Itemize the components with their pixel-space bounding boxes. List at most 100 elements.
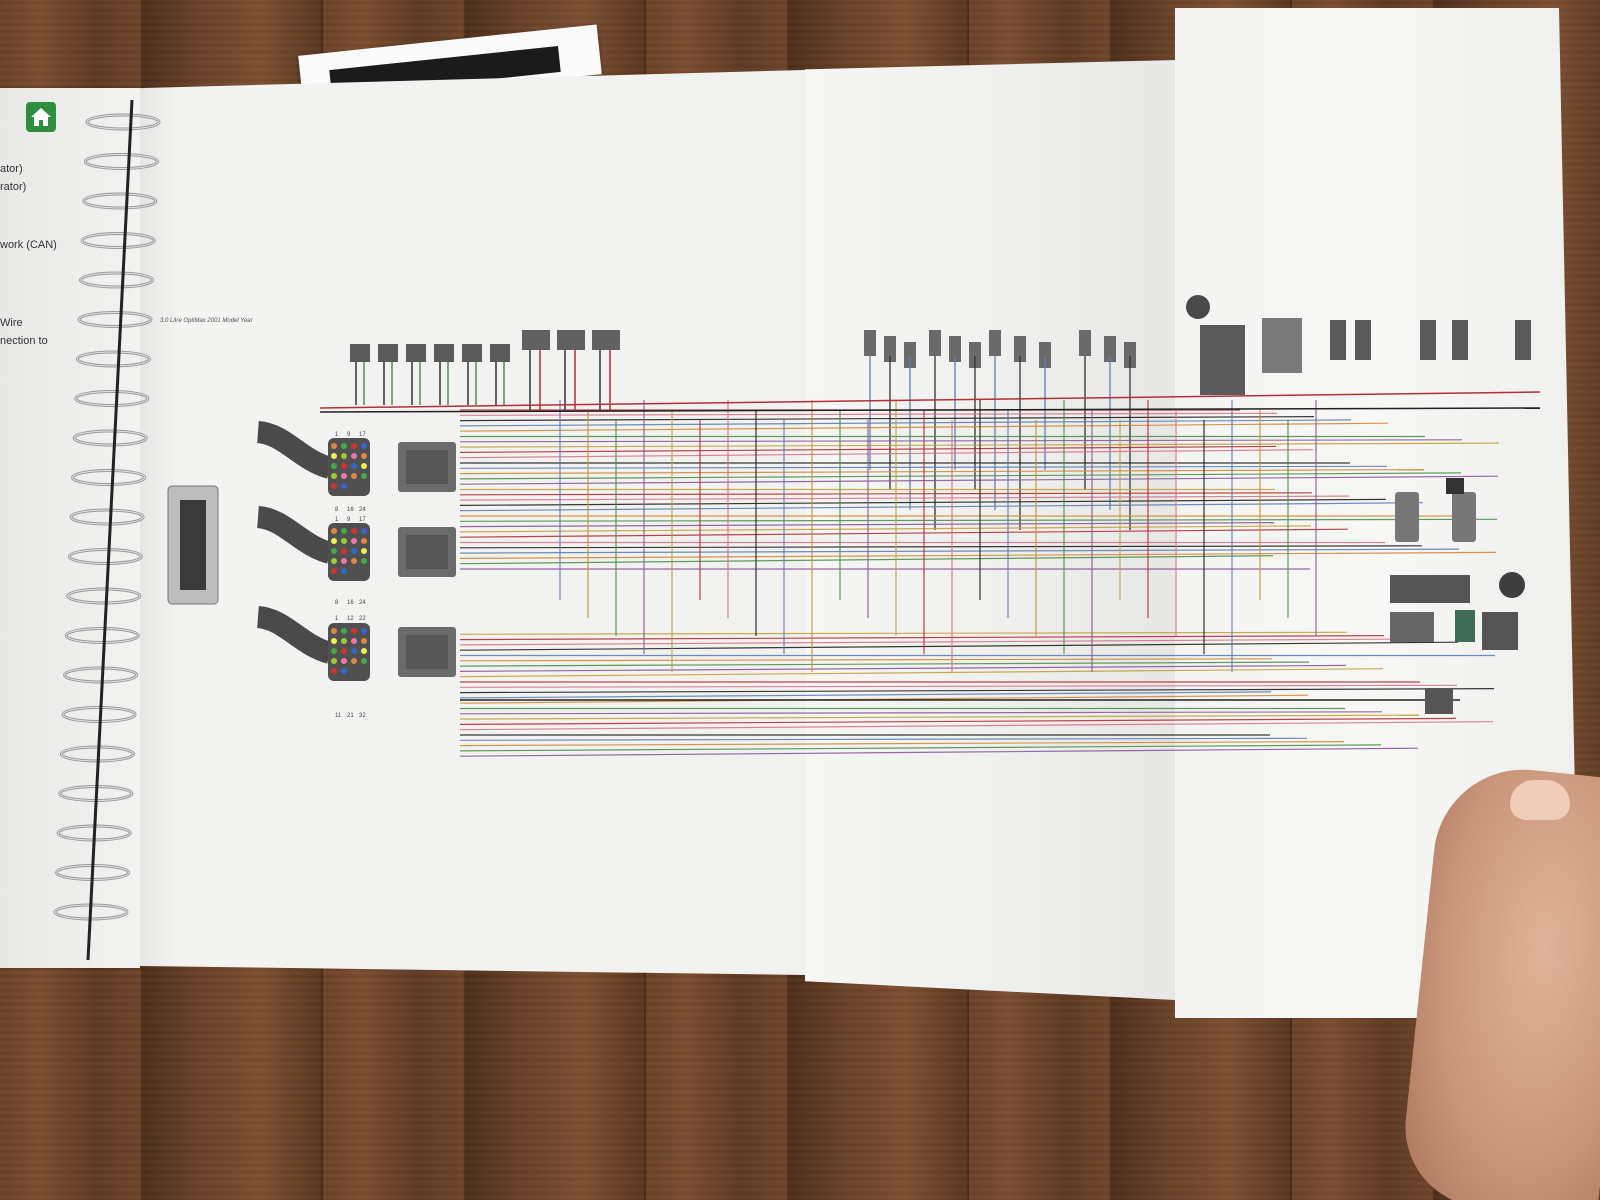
connector-pin xyxy=(361,628,367,634)
wire xyxy=(459,684,1458,688)
wire xyxy=(459,548,1460,554)
connector-pin xyxy=(341,648,347,654)
wire xyxy=(459,664,1347,672)
relay-connector xyxy=(1452,320,1468,360)
harness-cable xyxy=(256,421,334,479)
connector-pin xyxy=(361,528,367,534)
binding-edge xyxy=(86,99,134,961)
spiral-ring-highlight xyxy=(83,193,157,209)
harness-plug xyxy=(1390,612,1434,642)
connector-pin xyxy=(351,463,357,469)
spiral-ring-highlight xyxy=(80,272,154,288)
wire xyxy=(459,551,1497,559)
connector-pin xyxy=(361,648,367,654)
ecu-plug-face xyxy=(406,450,448,484)
sensor xyxy=(884,336,896,362)
connector-pin xyxy=(341,463,347,469)
wire xyxy=(459,495,1350,501)
connector-row xyxy=(350,330,1136,530)
pin-label: 12 xyxy=(347,616,354,622)
gauge-connector xyxy=(1499,572,1525,598)
harness-plug xyxy=(1482,612,1518,650)
injector-connector xyxy=(490,344,510,362)
connector-pin xyxy=(351,548,357,554)
connector-pin xyxy=(331,628,337,634)
connector-pin xyxy=(341,483,347,489)
connector-pin xyxy=(351,648,357,654)
wire xyxy=(459,469,1425,475)
wire xyxy=(459,714,1420,720)
spiral-ring-highlight xyxy=(84,154,158,169)
wire xyxy=(459,658,1273,662)
connector-pin xyxy=(331,658,337,664)
sensor xyxy=(1104,336,1116,362)
connector-pin xyxy=(351,558,357,564)
connector-pin xyxy=(331,548,337,554)
pin-label: 16 xyxy=(347,600,354,606)
connector-pin xyxy=(351,538,357,544)
pin-label: 21 xyxy=(347,713,354,719)
injector-connector xyxy=(406,344,426,362)
data-connector xyxy=(1455,610,1475,642)
wire xyxy=(459,635,1385,641)
wire xyxy=(459,694,1309,704)
spiral-ring-highlight xyxy=(72,470,146,485)
wire xyxy=(459,492,1313,496)
left-page-text-5: nection to xyxy=(0,335,48,347)
connector-pin xyxy=(341,453,347,459)
left-page-text-2: rator) xyxy=(0,181,27,193)
starter-relay xyxy=(1200,325,1245,395)
ecu-module xyxy=(167,485,219,605)
harness-cable xyxy=(256,606,334,664)
wire xyxy=(459,688,1495,694)
connector-pin xyxy=(331,473,337,479)
wire xyxy=(459,416,1315,422)
left-page-text-3: work (CAN) xyxy=(0,239,57,251)
wire xyxy=(459,631,1348,635)
control-module xyxy=(1390,575,1470,603)
sensor xyxy=(969,342,981,368)
ignition-coil xyxy=(1452,492,1476,542)
connector-pin xyxy=(331,668,337,674)
connector-pin xyxy=(351,443,357,449)
harness-connector xyxy=(328,523,370,581)
connector-pin xyxy=(351,473,357,479)
wire xyxy=(459,528,1349,538)
connector-pin xyxy=(341,538,347,544)
connector-pin xyxy=(341,668,347,674)
wire xyxy=(459,638,1422,646)
spiral-ring-highlight xyxy=(86,114,160,130)
connector-pin xyxy=(361,658,367,664)
connector-pin xyxy=(351,658,357,664)
wire xyxy=(459,419,1352,427)
connector-pin xyxy=(331,483,337,489)
spiral-ring-highlight xyxy=(78,312,152,327)
wire xyxy=(459,741,1345,747)
wire xyxy=(459,412,1278,416)
pin-label: 8 xyxy=(335,600,339,606)
wire xyxy=(459,475,1499,485)
spiral-ring-highlight xyxy=(81,233,155,248)
diagram-page-middle-panel xyxy=(805,60,1175,1000)
wire-harness xyxy=(256,421,456,681)
thumbnail-nail xyxy=(1510,780,1570,820)
spiral-ring-highlight xyxy=(64,667,138,683)
sensor xyxy=(1079,330,1091,356)
wire xyxy=(459,555,1274,565)
spiral-ring-highlight xyxy=(75,391,149,406)
sensor xyxy=(929,330,941,356)
sensor xyxy=(949,336,961,362)
spiral-ring-highlight xyxy=(70,509,144,525)
pin-label: 24 xyxy=(359,507,366,513)
connector-pin xyxy=(361,463,367,469)
connector-pin xyxy=(341,548,347,554)
spiral-ring-highlight xyxy=(76,351,150,367)
pin-label: 1 xyxy=(335,616,339,622)
wire-bundle xyxy=(319,391,1541,757)
harness-connector xyxy=(328,623,370,681)
wire xyxy=(459,691,1272,699)
connector-pin xyxy=(351,453,357,459)
injector-connector xyxy=(350,344,370,362)
